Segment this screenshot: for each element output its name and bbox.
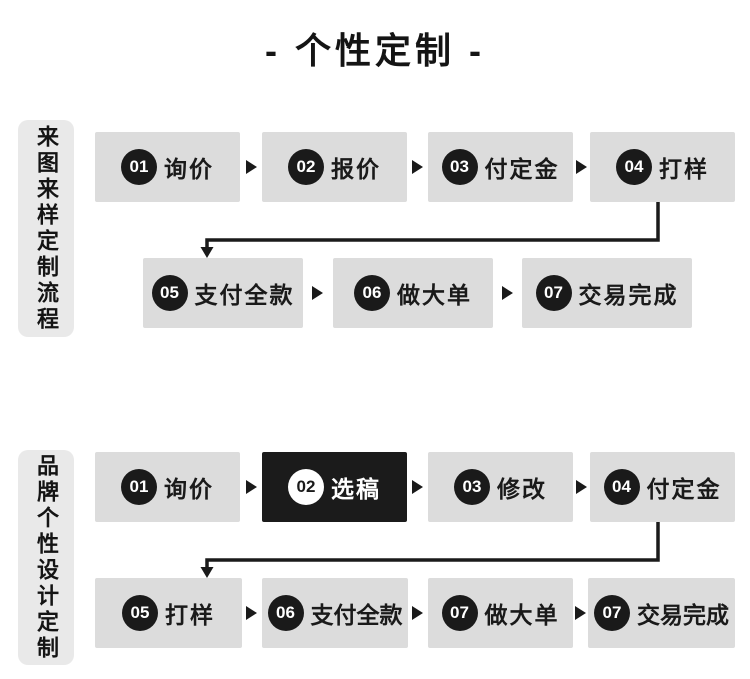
s1-step-07-box: 07 交易完成	[522, 258, 692, 328]
s1-step-07-number-badge: 07	[535, 275, 572, 311]
s2-step-02-box-highlighted: 02 选稿	[262, 452, 407, 522]
s1-step-01-box: 01 询价	[95, 132, 240, 202]
s1-step-04-box: 04 打样	[590, 132, 735, 202]
arrow-right-icon	[412, 160, 423, 174]
s1-step-06-box: 06 做大单	[333, 258, 493, 328]
arrow-right-icon	[576, 480, 587, 494]
s2-step-03-number-badge: 03	[454, 469, 490, 505]
s2-step-04-number-badge: 04	[603, 469, 640, 505]
s2-step-04-label: 付定金	[646, 476, 722, 502]
s2-step-07-label: 做大单	[484, 602, 560, 628]
s2-step-08-number-badge: 07	[594, 595, 630, 631]
s1-step-04-number-badge: 04	[616, 149, 652, 185]
s2-step-05-label: 打样	[165, 602, 215, 628]
s2-step-03-label: 修改	[497, 476, 547, 502]
s1-step-05-label: 支付全款	[194, 282, 295, 308]
s2-step-01-number-badge: 01	[121, 469, 157, 505]
s2-step-06-number-badge: 06	[267, 595, 304, 631]
s1-step-06-label: 做大单	[397, 282, 472, 308]
s1-step-05-box: 05 支付全款	[143, 258, 303, 328]
s2-step-06-label: 支付全款	[310, 602, 403, 628]
s2-step-05-box: 05 打样	[95, 578, 242, 648]
s1-step-01-number-badge: 01	[121, 149, 157, 185]
s2-step-01-box: 01 询价	[95, 452, 240, 522]
section1-label-text: 来图来样定制流程	[34, 124, 59, 333]
s1-step-03-box: 03 付定金	[428, 132, 573, 202]
s1-step-03-number-badge: 03	[441, 149, 478, 185]
arrow-right-icon	[502, 286, 513, 300]
s2-step-02-number-badge: 02	[288, 469, 324, 505]
section1-vertical-label: 来图来样定制流程	[18, 120, 74, 337]
s2-step-08-box: 07 交易完成	[588, 578, 735, 648]
arrow-right-icon	[312, 286, 323, 300]
s1-step-07-label: 交易完成	[578, 282, 679, 308]
s1-step-06-number-badge: 06	[354, 275, 390, 311]
s1-step-02-number-badge: 02	[288, 149, 324, 185]
s1-step-03-label: 付定金	[484, 156, 560, 182]
arrow-right-icon	[575, 606, 586, 620]
s1-step-02-box: 02 报价	[262, 132, 407, 202]
s2-step-02-label: 选稿	[331, 476, 381, 502]
section2-label-text: 品牌个性设计定制	[34, 453, 59, 662]
s2-step-04-box: 04 付定金	[590, 452, 735, 522]
s1-step-02-label: 报价	[331, 156, 381, 182]
s1-step-04-label: 打样	[659, 156, 709, 182]
arrow-right-icon	[246, 160, 257, 174]
arrow-right-icon	[576, 160, 587, 174]
arrow-right-icon	[412, 606, 423, 620]
s2-step-07-number-badge: 07	[441, 595, 478, 631]
arrow-right-icon	[412, 480, 423, 494]
s2-step-07-box: 07 做大单	[428, 578, 573, 648]
s2-step-08-label: 交易完成	[637, 602, 729, 628]
s2-step-05-number-badge: 05	[122, 595, 158, 631]
s2-step-01-label: 询价	[164, 476, 214, 502]
section2-vertical-label: 品牌个性设计定制	[18, 450, 74, 665]
s2-step-06-box: 06 支付全款	[262, 578, 408, 648]
arrow-right-icon	[246, 606, 257, 620]
s2-step-03-box: 03 修改	[428, 452, 573, 522]
s1-step-05-number-badge: 05	[151, 275, 188, 311]
arrow-right-icon	[246, 480, 257, 494]
s1-step-01-label: 询价	[164, 156, 214, 182]
page-title: - 个性定制 -	[265, 30, 485, 71]
